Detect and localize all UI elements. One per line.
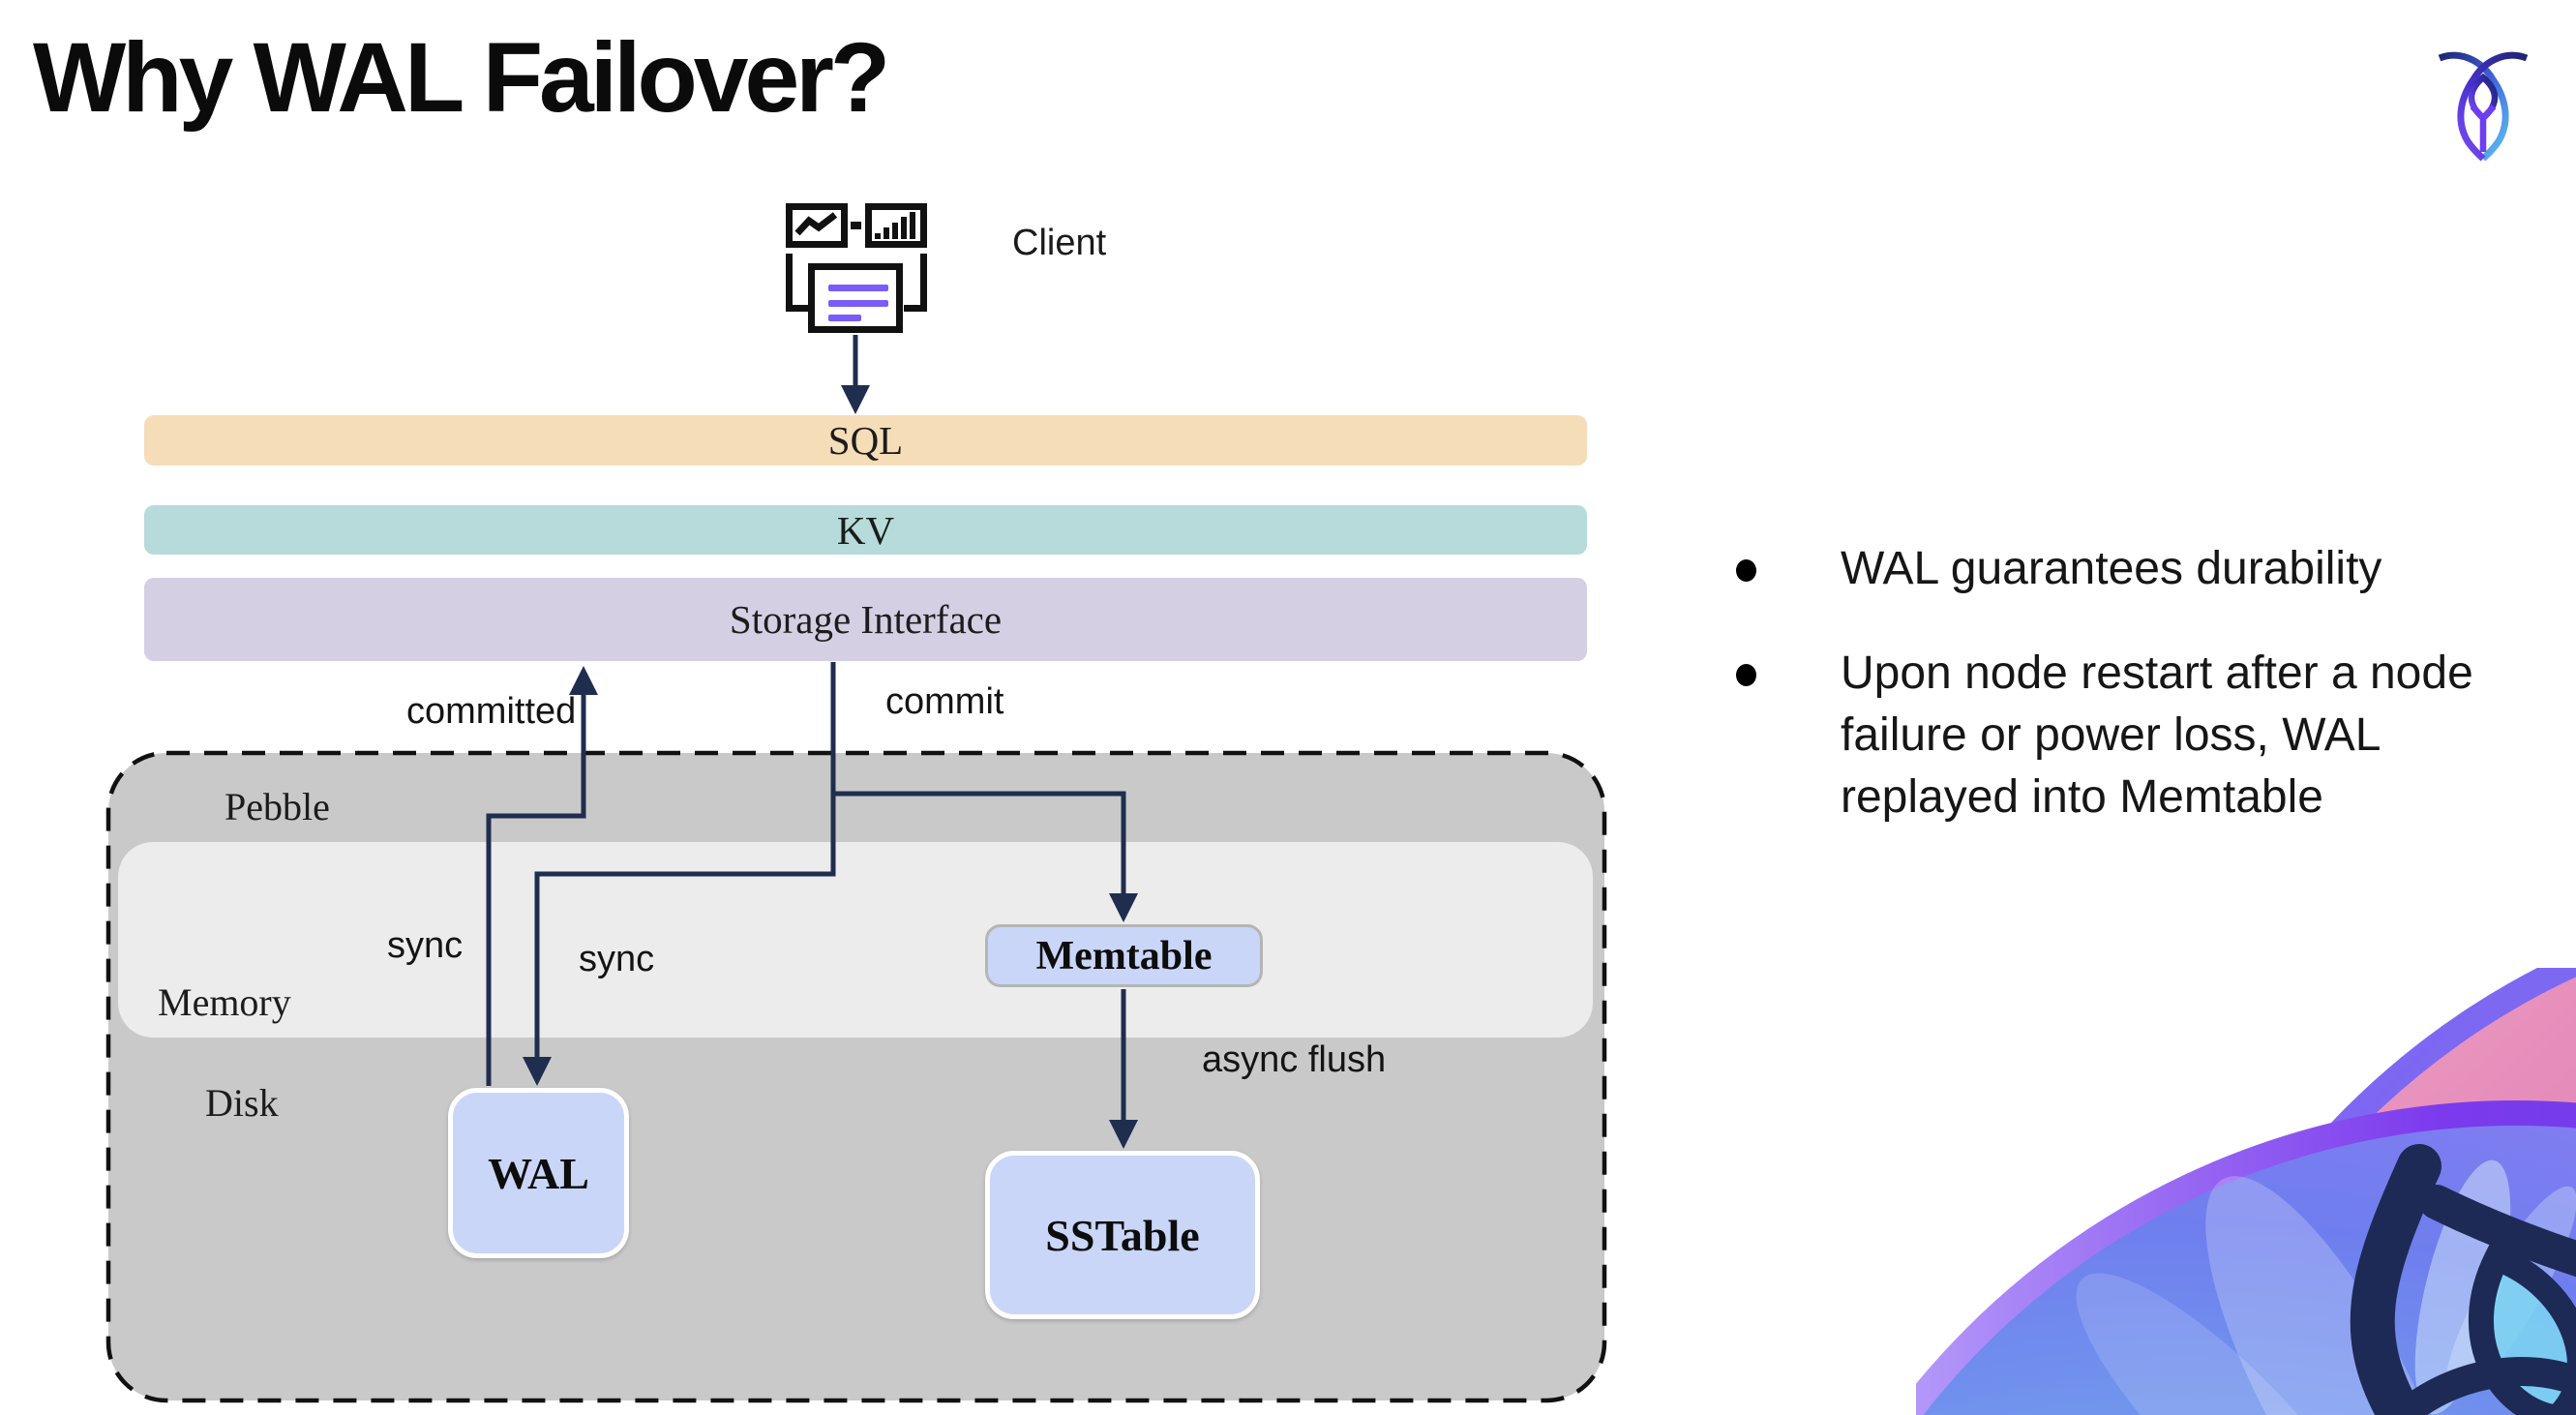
bar-chart-icon [865,203,927,248]
bullet-list: WAL guarantees durability Upon node rest… [1732,538,2491,828]
left-bracket-icon [786,254,809,312]
doc-line [828,285,888,291]
blue-sphere [1916,1100,2576,1415]
sql-label: SQL [827,418,904,463]
sync-left-edge-label: sync [387,925,464,966]
memtable-label: Memtable [1035,933,1213,978]
doc-line [828,315,861,321]
doc-line [828,300,888,307]
sstable-label: SSTable [1045,1210,1200,1260]
memory-label: Memory [158,980,291,1024]
commit-edge-label: commit [885,681,1004,722]
document-icon [808,263,903,333]
sync-right-edge-label: sync [579,939,655,979]
line-chart-icon [786,203,848,248]
kv-label: KV [836,507,895,553]
cockroachdb-logo-icon [2437,48,2530,165]
disk-label: Disk [205,1081,279,1125]
navy-branches [2350,1144,2576,1415]
storage-interface-label: Storage Interface [729,597,1003,642]
bullet-item: WAL guarantees durability [1732,538,2491,600]
wal-node: WAL [448,1088,629,1258]
dash-connector [851,222,861,229]
async-flush-edge-label: async flush [1202,1039,1387,1080]
pink-dome [2158,968,2576,1415]
right-bracket-icon [904,254,927,312]
pebble-label: Pebble [225,785,330,828]
client-label: Client [1012,223,1107,263]
memtable-node: Memtable [985,924,1263,987]
corner-decoration-graphic [1916,968,2576,1415]
memory-zone [118,842,1593,1038]
wal-label: WAL [488,1148,589,1198]
page-title: Why WAL Failover? [33,22,890,133]
committed-edge-label: committed [406,691,577,732]
bullet-item: Upon node restart after a node failure o… [1732,643,2491,828]
sstable-node: SSTable [985,1151,1260,1319]
client-icon [784,199,929,335]
layer-bar-sql: SQL [144,415,1587,466]
layer-bar-storage-interface: Storage Interface [144,578,1587,661]
layer-bar-kv: KV [144,505,1587,555]
